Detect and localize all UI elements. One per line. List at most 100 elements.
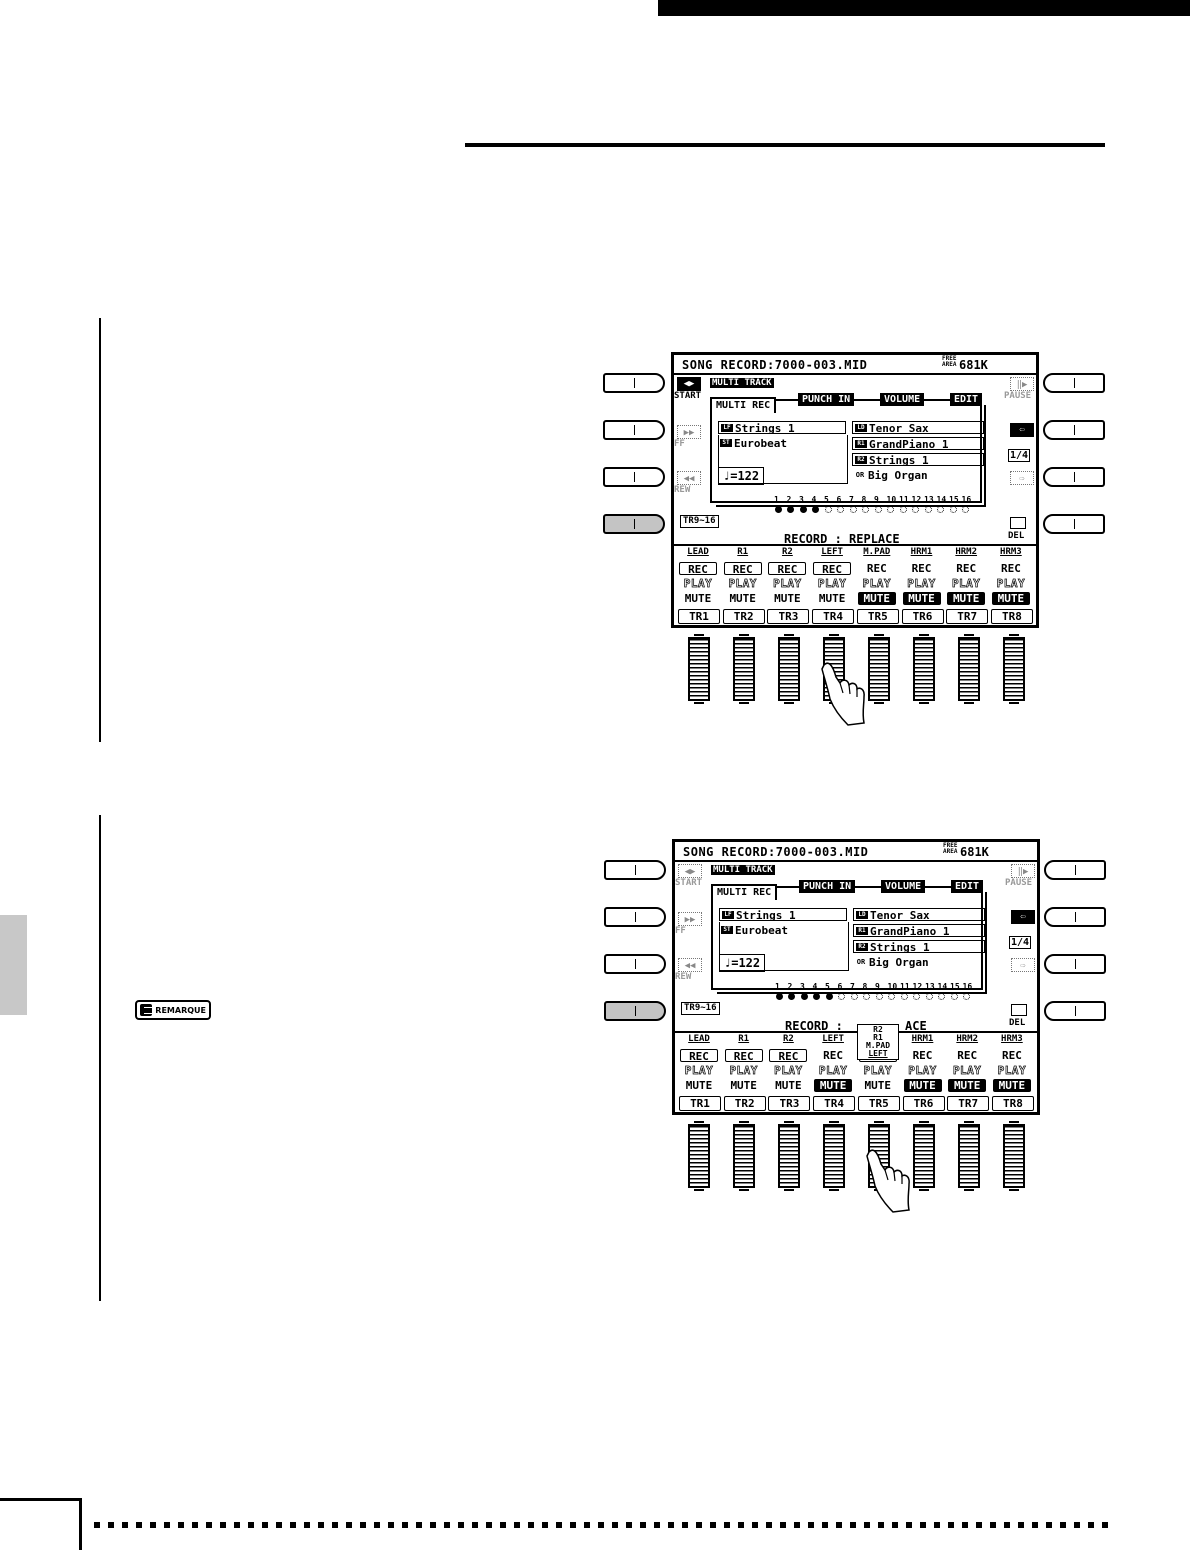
track-slider[interactable] <box>733 1121 755 1191</box>
track-slider[interactable] <box>958 1121 980 1191</box>
lcd-button-g[interactable] <box>1043 467 1105 487</box>
rec-toggle[interactable]: REC <box>1001 1049 1022 1062</box>
load-icon[interactable]: ⇨ <box>1011 958 1035 972</box>
lcd-button-h[interactable] <box>1043 514 1105 534</box>
rec-toggle[interactable]: REC <box>680 1049 718 1063</box>
rec-toggle[interactable]: REC <box>768 562 807 576</box>
rec-toggle[interactable]: REC <box>723 562 762 576</box>
mute-toggle[interactable]: MUTE <box>947 592 986 605</box>
mute-toggle[interactable]: MUTE <box>903 1079 942 1092</box>
track-slider[interactable] <box>913 634 935 704</box>
rec-toggle[interactable]: REC <box>866 562 887 575</box>
play-toggle[interactable]: PLAY <box>729 1064 758 1078</box>
rec-toggle[interactable]: REC <box>679 562 717 576</box>
tab-multi-rec[interactable]: MULTI REC <box>711 884 778 900</box>
save-icon[interactable]: ⇦ <box>1010 423 1034 437</box>
track-slider[interactable] <box>733 634 755 704</box>
pause-icon[interactable]: ‖▶ <box>1010 377 1034 391</box>
track-button[interactable]: TR3 <box>768 1096 811 1111</box>
rec-toggle[interactable]: REC <box>1000 562 1021 575</box>
rec-toggle[interactable]: REC <box>911 562 932 575</box>
mute-toggle[interactable]: MUTE <box>685 1079 713 1092</box>
track-slider[interactable] <box>1003 1121 1025 1191</box>
mute-toggle[interactable]: MUTE <box>775 1079 802 1092</box>
lcd-button-d[interactable] <box>603 514 665 534</box>
play-toggle[interactable]: PLAY <box>997 1064 1027 1078</box>
ff-icon[interactable]: ▶▶ <box>678 912 702 926</box>
play-toggle[interactable]: PLAY <box>728 577 757 591</box>
track-button[interactable]: TR5 <box>857 1096 900 1111</box>
lcd-button-c[interactable] <box>603 467 665 487</box>
track-button[interactable]: TR7 <box>947 1096 990 1111</box>
tab-edit[interactable]: EDIT <box>951 880 984 893</box>
track-button[interactable]: TR8 <box>991 1096 1034 1111</box>
mute-toggle[interactable]: MUTE <box>857 592 896 605</box>
track-button[interactable]: TR1 <box>678 609 720 624</box>
lcd-button-a[interactable] <box>603 373 665 393</box>
tab-multi-rec[interactable]: MULTI REC <box>710 397 777 413</box>
track-button[interactable]: TR1 <box>679 1096 721 1111</box>
rec-toggle[interactable]: REC <box>823 1049 844 1062</box>
mute-toggle[interactable]: MUTE <box>992 1079 1031 1092</box>
lcd-button-b[interactable] <box>604 907 666 927</box>
track-slider[interactable] <box>958 634 980 704</box>
lcd-button-b[interactable] <box>603 420 665 440</box>
lcd-button-g[interactable] <box>1044 954 1106 974</box>
track-slider[interactable] <box>778 1121 800 1191</box>
tab-punch-in[interactable]: PUNCH IN <box>798 393 855 406</box>
play-toggle[interactable]: PLAY <box>818 1064 848 1078</box>
lcd-button-e[interactable] <box>1044 860 1106 880</box>
rec-toggle[interactable]: REC <box>957 1049 978 1062</box>
track-button[interactable]: TR5 <box>856 609 899 624</box>
mute-toggle[interactable]: MUTE <box>818 592 846 605</box>
play-toggle[interactable]: PLAY <box>684 1064 714 1078</box>
play-toggle[interactable]: PLAY <box>862 577 892 591</box>
track-slider[interactable] <box>823 1121 845 1191</box>
track-slider[interactable] <box>1003 634 1025 704</box>
tab-volume[interactable]: VOLUME <box>881 880 926 893</box>
rec-toggle[interactable]: REC <box>813 562 852 576</box>
rec-toggle[interactable]: REC <box>956 562 977 575</box>
lcd-button-f[interactable] <box>1044 907 1106 927</box>
track-button[interactable]: TR4 <box>812 609 855 624</box>
delete-icon[interactable] <box>1010 517 1026 529</box>
track-button[interactable]: TR6 <box>902 1096 945 1111</box>
tab-punch-in[interactable]: PUNCH IN <box>799 880 856 893</box>
play-toggle[interactable]: PLAY <box>907 577 936 591</box>
play-toggle[interactable]: PLAY <box>952 1064 982 1078</box>
track-button[interactable]: TR6 <box>901 609 944 624</box>
track-button[interactable]: TR7 <box>946 609 989 624</box>
rew-icon[interactable]: ◀◀ <box>677 471 701 485</box>
ff-icon[interactable]: ▶▶ <box>677 425 701 439</box>
track-button[interactable]: TR2 <box>722 609 765 624</box>
lcd-button-c[interactable] <box>604 954 666 974</box>
track-slider[interactable] <box>688 1121 710 1191</box>
track-slider[interactable] <box>913 1121 935 1191</box>
mute-toggle[interactable]: MUTE <box>729 592 756 605</box>
track-button[interactable]: TR8 <box>990 609 1033 624</box>
mute-toggle[interactable]: MUTE <box>814 1079 853 1092</box>
play-toggle[interactable]: PLAY <box>774 1064 803 1078</box>
rew-icon[interactable]: ◀◀ <box>678 958 702 972</box>
mute-toggle[interactable]: MUTE <box>730 1079 757 1092</box>
delete-icon[interactable] <box>1011 1004 1027 1016</box>
play-toggle[interactable]: PLAY <box>683 577 713 591</box>
popup-item[interactable]: R1 <box>873 1033 883 1042</box>
tr9-16-button[interactable]: TR9~16 <box>681 1002 720 1015</box>
mute-toggle[interactable]: MUTE <box>684 592 712 605</box>
lcd-button-e[interactable] <box>1043 373 1105 393</box>
track-slider[interactable] <box>778 634 800 704</box>
lcd-button-h[interactable] <box>1044 1001 1106 1021</box>
play-toggle[interactable]: PLAY <box>863 1064 893 1078</box>
rec-toggle[interactable]: REC <box>912 1049 933 1062</box>
load-icon[interactable]: ⇨ <box>1010 471 1034 485</box>
mute-toggle[interactable]: MUTE <box>864 1079 892 1092</box>
lcd-button-f[interactable] <box>1043 420 1105 440</box>
track-button[interactable]: TR4 <box>813 1096 856 1111</box>
